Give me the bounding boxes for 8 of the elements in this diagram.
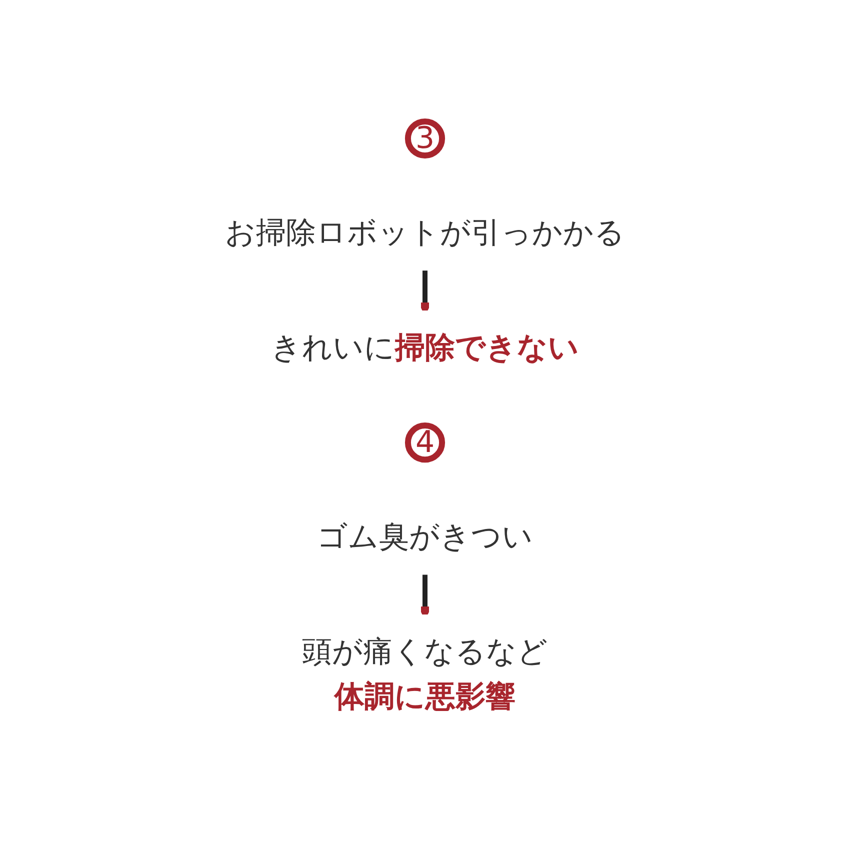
- node-text: ゴム臭がきつい: [317, 519, 533, 554]
- arrow: [418, 574, 432, 617]
- node-text: 頭が痛くなるなど 体調に悪影響: [302, 634, 548, 714]
- arrow: [418, 270, 432, 313]
- node-circle: 4: [404, 422, 446, 462]
- node-circle: 3: [404, 118, 446, 158]
- node-text: お掃除ロボットが引っかかる: [225, 215, 625, 250]
- node-text: きれいに掃除できない: [271, 330, 579, 366]
